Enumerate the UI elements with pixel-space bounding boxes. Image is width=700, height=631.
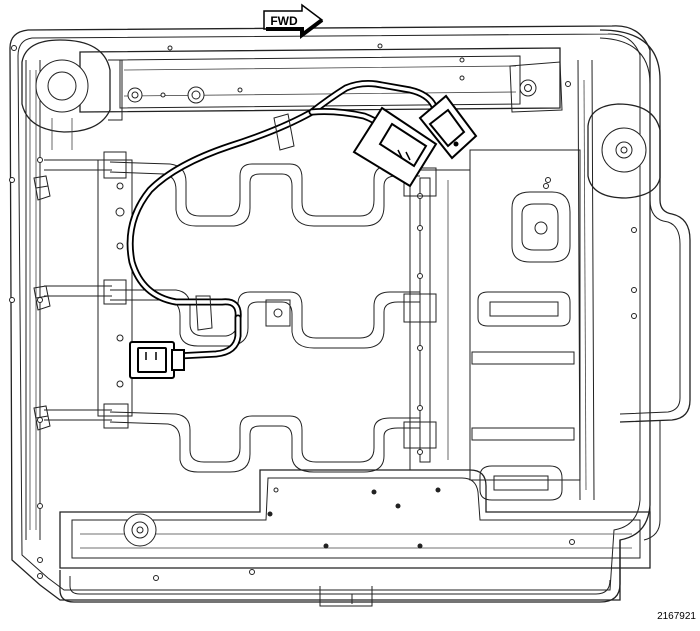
right-rear-pivot: [587, 103, 661, 199]
left-inner-bracket: [97, 159, 133, 417]
rear-cross-member: [9, 45, 651, 607]
harness-connector-small: [418, 94, 478, 160]
center-clip: [265, 299, 291, 327]
harness-connector-large: [352, 106, 438, 188]
harness-connector-end: [129, 341, 185, 379]
left-spring-clips: [33, 151, 129, 431]
direction-label: FWD: [270, 14, 298, 28]
center-rail: [403, 167, 471, 471]
right-seat-panel: [469, 149, 581, 501]
figure-number: 2167921: [657, 611, 696, 622]
left-front-pivot: [21, 39, 123, 150]
seat-springs: [44, 159, 420, 473]
forward-direction-arrow: FWD: [263, 3, 324, 39]
right-side-tube: [599, 29, 691, 541]
